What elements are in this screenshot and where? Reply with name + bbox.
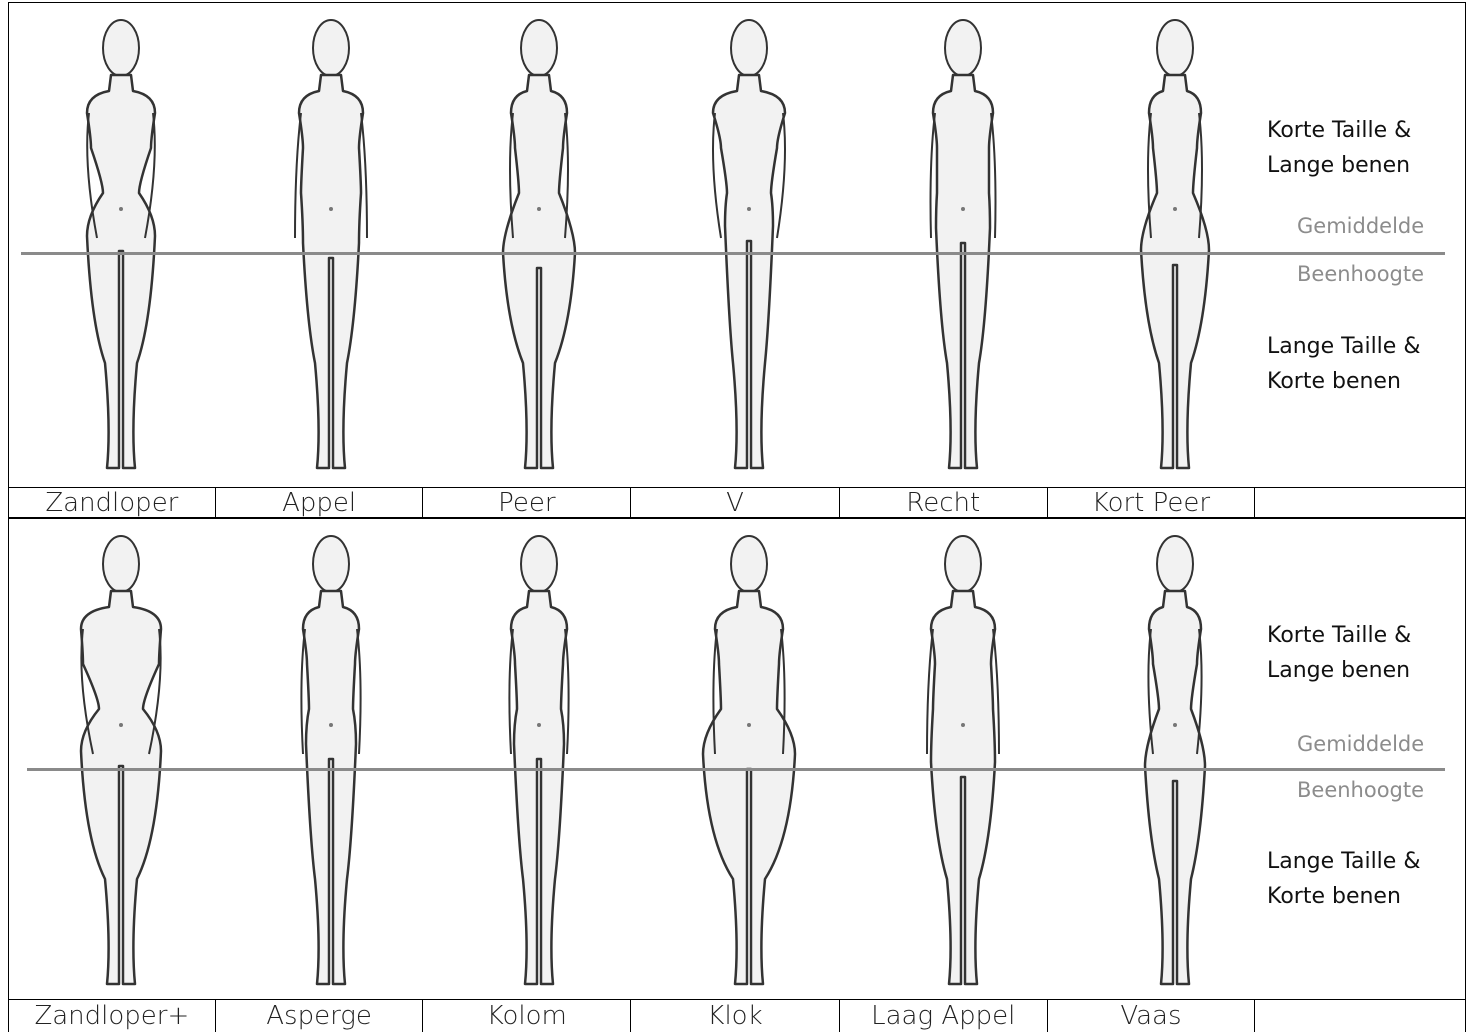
navel — [747, 723, 751, 727]
head — [313, 536, 349, 592]
torso-legs — [931, 591, 995, 984]
label-cell: Peer — [423, 488, 631, 517]
navel — [1173, 207, 1177, 211]
label-cell — [1255, 1000, 1465, 1032]
torso-legs — [87, 75, 155, 468]
body-figure-short-pear — [1141, 20, 1209, 468]
torso-legs — [1145, 591, 1205, 984]
label-cell — [1255, 488, 1465, 517]
torso-legs — [503, 75, 575, 468]
body-figure-pear — [503, 20, 575, 468]
navel — [961, 723, 965, 727]
head — [1157, 536, 1193, 592]
average-leg-height-line — [21, 252, 1445, 255]
label-row-2: Zandloper+ Asperge Kolom Klok Laag Appel… — [8, 999, 1466, 1032]
navel — [537, 207, 541, 211]
label-cell: Zandloper — [9, 488, 216, 517]
head — [103, 536, 139, 592]
label-cell: Zandloper+ — [9, 1000, 216, 1032]
torso-legs — [303, 591, 359, 984]
body-figure-straight — [931, 20, 996, 468]
average-leg-height-label-bottom: Beenhoogte — [1297, 778, 1424, 802]
body-figure-hourglass-plus — [81, 536, 161, 984]
torso-legs — [81, 591, 161, 984]
head — [313, 20, 349, 76]
average-leg-height-line — [27, 768, 1445, 771]
label-cell: V — [631, 488, 840, 517]
head — [1157, 20, 1193, 76]
label-cell: Kort Peer — [1048, 488, 1256, 517]
average-leg-height-label-top: Gemiddelde — [1297, 732, 1424, 756]
label-cell: Kolom — [423, 1000, 631, 1032]
average-leg-height-label-bottom: Beenhoogte — [1297, 262, 1424, 286]
body-figure-asparagus — [301, 536, 360, 984]
label-row-1: Zandloper Appel Peer V Recht Kort Peer — [8, 487, 1466, 518]
right-arm — [361, 113, 367, 238]
torso-legs — [713, 75, 785, 468]
figure-panel-bottom: Korte Taille &Lange benen Gemiddelde Bee… — [8, 518, 1466, 999]
head — [521, 536, 557, 592]
navel — [961, 207, 965, 211]
body-figure-column — [509, 536, 568, 984]
body-figure-bell — [703, 536, 795, 984]
body-figure-apple — [295, 20, 367, 468]
label-cell: Klok — [631, 1000, 840, 1032]
head — [103, 20, 139, 76]
head — [945, 536, 981, 592]
body-figure-vase — [1145, 536, 1205, 984]
right-arm — [991, 113, 996, 238]
navel — [329, 207, 333, 211]
torso-legs — [1141, 75, 1209, 468]
short-waist-long-legs-label: Korte Taille &Lange benen — [1267, 113, 1411, 183]
head — [731, 20, 767, 76]
label-cell: Vaas — [1048, 1000, 1256, 1032]
navel — [119, 723, 123, 727]
torso-legs — [703, 591, 795, 984]
head — [945, 20, 981, 76]
navel — [329, 723, 333, 727]
short-waist-long-legs-label: Korte Taille &Lange benen — [1267, 618, 1411, 688]
label-cell: Laag Appel — [840, 1000, 1048, 1032]
label-cell: Asperge — [216, 1000, 424, 1032]
left-arm — [931, 113, 936, 238]
long-waist-short-legs-label: Lange Taille &Korte benen — [1267, 844, 1420, 914]
figures-row-2 — [9, 519, 1465, 1000]
figure-panel-top: Korte Taille &Lange benen Gemiddelde Bee… — [8, 2, 1466, 487]
head — [731, 536, 767, 592]
torso-legs — [511, 591, 567, 984]
figures-row-1 — [9, 3, 1465, 488]
long-waist-short-legs-label: Lange Taille &Korte benen — [1267, 329, 1420, 399]
body-figure-hourglass — [87, 20, 155, 468]
label-cell: Appel — [216, 488, 424, 517]
torso-legs — [299, 75, 363, 468]
navel — [1173, 723, 1177, 727]
body-figure-v — [713, 20, 785, 468]
head — [521, 20, 557, 76]
label-cell: Recht — [840, 488, 1048, 517]
navel — [119, 207, 123, 211]
left-arm — [295, 113, 301, 238]
navel — [537, 723, 541, 727]
navel — [747, 207, 751, 211]
torso-legs — [933, 75, 993, 468]
body-figure-low-apple — [927, 536, 999, 984]
average-leg-height-label-top: Gemiddelde — [1297, 214, 1424, 238]
